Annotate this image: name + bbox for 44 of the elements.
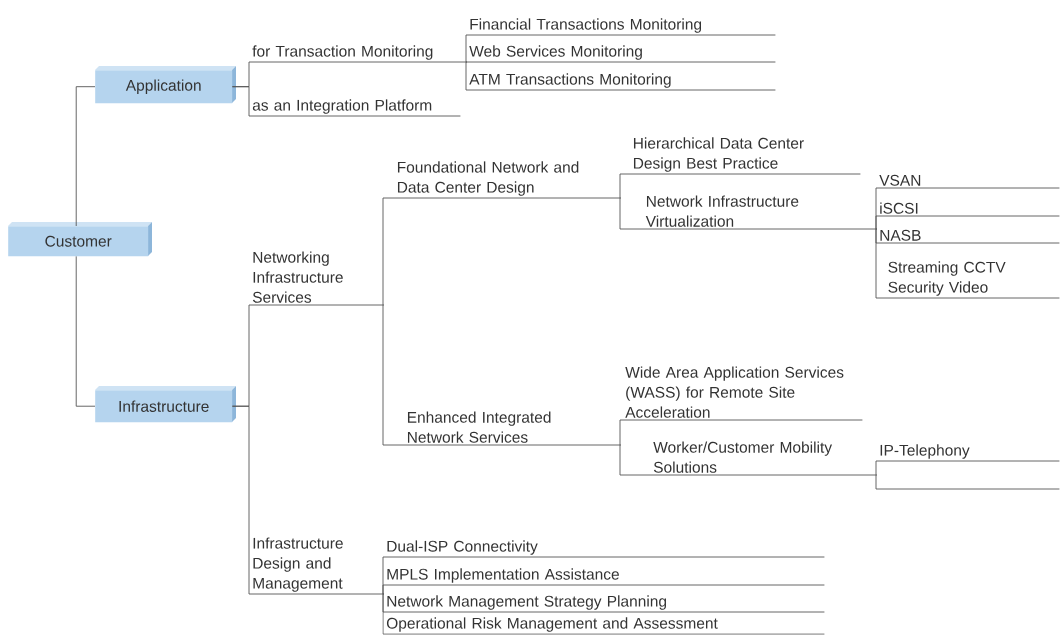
underlined-item: Worker/Customer Mobility Solutions — [619, 441, 877, 476]
underlined-item: Operational Risk Management and Assessment — [382, 617, 825, 635]
underlined-item: IP-Telephony — [875, 444, 1060, 462]
underlined-item: VSAN — [875, 174, 1060, 189]
connector-line — [875, 228, 877, 299]
connector-line — [231, 405, 250, 595]
connector-line — [231, 86, 250, 117]
connector-line — [382, 593, 384, 635]
underlined-item: Hierarchical Data Center Design Best Practice — [619, 137, 861, 175]
underlined-item: MPLS Implementation Assistance — [382, 568, 825, 586]
underlined-item: Dual-ISP Connectivity — [382, 540, 825, 558]
underlined-item: Network Management Strategy Planning — [382, 595, 825, 613]
underlined-item: NASB — [875, 229, 1060, 244]
underlined-item: as an Integration Platform — [248, 99, 461, 117]
process-box: Infrastructure — [95, 386, 236, 423]
connector-line — [875, 215, 877, 230]
underlined-item: Networking Infrastructure Services — [248, 251, 384, 306]
connector-line — [75, 255, 96, 407]
connector-line — [382, 584, 384, 595]
process-box: Application — [95, 66, 236, 104]
process-box: Customer — [8, 222, 152, 257]
underlined-item: Network Infrastructure Virtualization — [619, 195, 877, 230]
underlined-item: Financial Transactions Monitoring — [465, 18, 776, 36]
connector-line — [619, 197, 621, 230]
connector-line — [619, 173, 621, 199]
connector-line — [75, 86, 96, 227]
empty-slot-line — [875, 488, 1060, 490]
underlined-item: Enhanced Integrated Network Services — [382, 411, 621, 446]
connector-line — [619, 419, 621, 446]
connector-line — [382, 304, 384, 446]
underlined-item: Infrastructure Design and Management — [248, 537, 384, 595]
connector-line — [619, 444, 621, 476]
underlined-item: Web Services Monitoring — [465, 45, 776, 63]
underlined-item: iSCSI — [875, 202, 1060, 217]
underlined-item: Streaming CCTV Security Video — [875, 261, 1060, 299]
connector-line — [465, 34, 467, 63]
connector-line — [465, 61, 467, 91]
underlined-item: for Transaction Monitoring — [248, 45, 467, 63]
underlined-item: ATM Transactions Monitoring — [465, 73, 776, 91]
underlined-item: Wide Area Application Services (WASS) for Remote Site Acceleration — [619, 366, 863, 421]
connector-line — [875, 474, 877, 490]
underlined-item: Foundational Network and Data Center Design — [382, 161, 621, 199]
connector-line — [875, 460, 877, 476]
connector-line — [382, 197, 384, 306]
